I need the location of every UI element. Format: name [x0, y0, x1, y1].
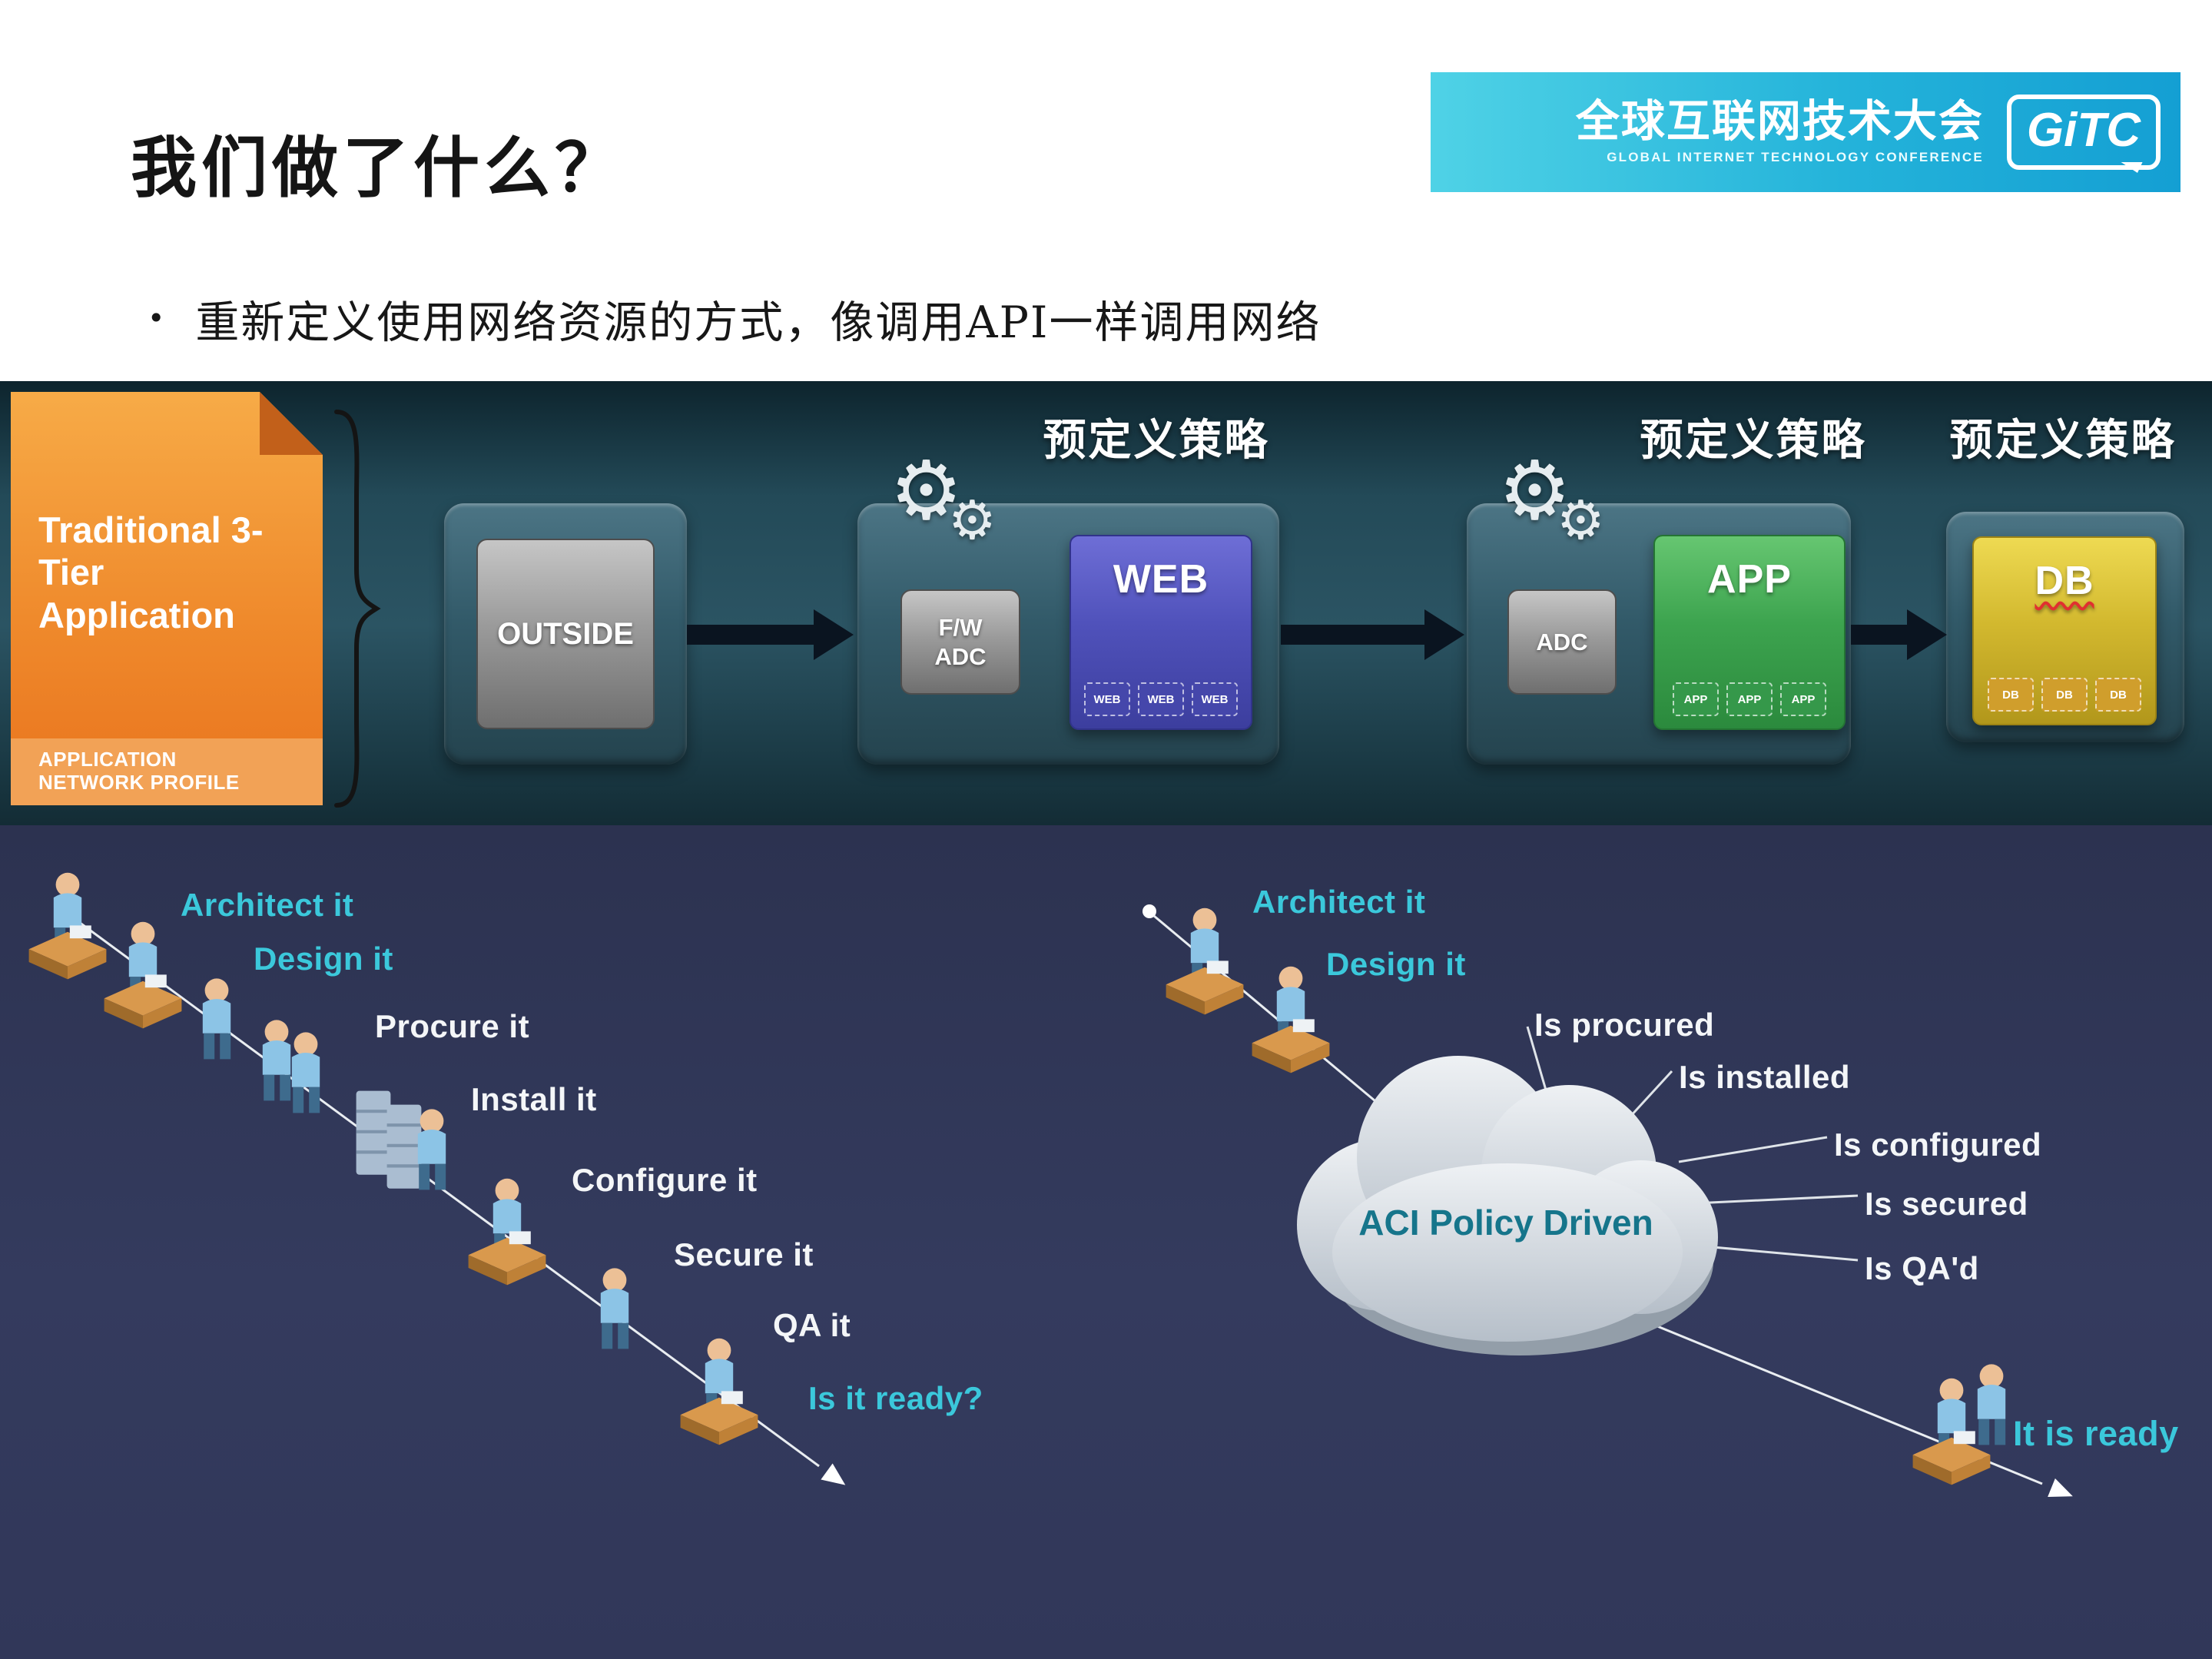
app-card-title: Traditional 3-Tier Application [38, 509, 264, 635]
gitc-logo-icon: GiTC [2006, 95, 2161, 170]
aci-outcome-label: Is installed [1679, 1059, 1851, 1095]
traditional-app-card: Traditional 3-Tier Application APPLICATI… [11, 392, 323, 805]
app-tier-node: APP APP APP APP [1653, 535, 1846, 730]
manual-step-label: Secure it [674, 1236, 814, 1272]
banner-text: 全球互联网技术大会 GLOBAL INTERNET TECHNOLOGY CON… [1575, 97, 1984, 165]
aci-cloud-label: ACI Policy Driven [1358, 1203, 1653, 1243]
web-instance: WEB [1192, 682, 1238, 716]
aci-outcome-label: Is secured [1865, 1186, 2028, 1222]
gears-icon: ⚙⚙ [1498, 446, 1605, 550]
db-instance: DB [2041, 678, 2088, 712]
aci-step-label: Architect it [1252, 884, 1426, 920]
aci-outcome-label: Is QA'd [1865, 1250, 1979, 1286]
app-card-footer: APPLICATION NETWORK PROFILE [11, 738, 323, 805]
aci-final-label: It is ready [2013, 1414, 2179, 1453]
manual-step-label: Is it ready? [808, 1380, 983, 1416]
flow-diagram: Traditional 3-Tier Application APPLICATI… [0, 381, 2212, 825]
app-tier-label: APP [1707, 557, 1792, 602]
web-tier-label: WEB [1113, 557, 1209, 602]
manual-step-label: Architect it [181, 887, 354, 923]
aci-outcome-label: Is configured [1834, 1126, 2042, 1163]
app-instances: APP APP APP [1673, 682, 1826, 716]
folded-corner [260, 392, 323, 455]
process-art [0, 825, 2073, 1498]
page-title: 我们做了什么？ [131, 129, 625, 207]
manual-step-label: Configure it [572, 1162, 758, 1198]
manual-process-figures [29, 873, 758, 1445]
aci-cloud-shape [1297, 1056, 1718, 1355]
firewall-adc-node: F/W ADC [900, 589, 1020, 695]
manual-step-label: QA it [773, 1307, 851, 1343]
web-instances: WEB WEB WEB [1084, 682, 1238, 716]
manual-step-label: Design it [254, 941, 393, 977]
app-instance: APP [1673, 682, 1719, 716]
bullet-row: • 重新定义使用网络资源的方式，像调用API一样调用网络 [148, 287, 1321, 350]
outside-node: OUTSIDE [476, 539, 655, 729]
db-instance: DB [2095, 678, 2141, 712]
banner-title: 全球互联网技术大会 [1575, 97, 1984, 147]
app-instance: APP [1780, 682, 1826, 716]
aci-step-label: Design it [1326, 946, 1466, 982]
db-instances: DB DB DB [1988, 678, 2141, 712]
bullet-text: 重新定义使用网络资源的方式，像调用API一样调用网络 [195, 297, 1322, 348]
gears-icon: ⚙⚙ [890, 446, 997, 550]
app-instance: APP [1726, 682, 1773, 716]
adc-node: ADC [1507, 589, 1617, 695]
aci-outcome-label: Is procured [1534, 1007, 1715, 1043]
policy-label-db: 预定义策略 [1949, 416, 2177, 464]
policy-label-web: 预定义策略 [1043, 416, 1270, 464]
manual-step-label: Install it [471, 1081, 597, 1117]
manual-process-line [70, 914, 846, 1485]
process-comparison: Architect it Design it Procure it Instal… [0, 825, 2212, 1659]
curly-brace [334, 410, 381, 808]
db-tier-label: DB [2035, 559, 2094, 603]
flow-arrow-icon [1281, 609, 1464, 660]
policy-label-app: 预定义策略 [1640, 416, 1867, 464]
manual-step-label: Procure it [375, 1008, 530, 1044]
db-instance: DB [1988, 678, 2034, 712]
flow-arrow-icon [1851, 609, 1947, 660]
web-instance: WEB [1138, 682, 1184, 716]
db-tier-node: DB DB DB DB [1972, 536, 2157, 725]
flow-arrow-icon [687, 609, 854, 660]
banner-subtitle: GLOBAL INTERNET TECHNOLOGY CONFERENCE [1607, 149, 1984, 164]
gitc-banner: 全球互联网技术大会 GLOBAL INTERNET TECHNOLOGY CON… [1431, 72, 2180, 192]
web-instance: WEB [1084, 682, 1130, 716]
web-tier-node: WEB WEB WEB WEB [1070, 535, 1252, 730]
bullet-marker: • [148, 301, 165, 335]
